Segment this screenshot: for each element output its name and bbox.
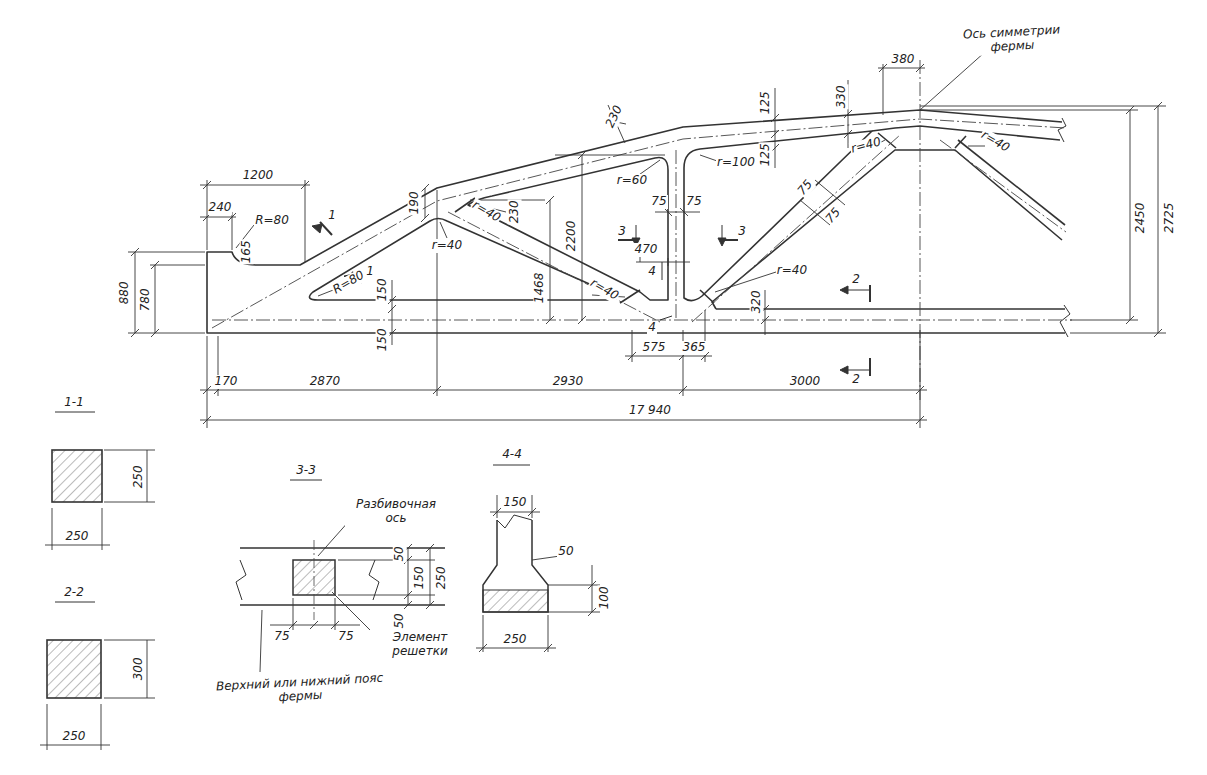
dimension-label: 230 [602, 103, 625, 131]
dimension-label: 365 [682, 341, 707, 355]
dimension-label: 2-2 [63, 586, 85, 600]
dimension-label: 150 [503, 496, 528, 510]
dimension-label: 250 [62, 730, 87, 744]
note-label: Элемент решетки [374, 631, 466, 659]
truss-outline [207, 110, 1070, 337]
dimension-label: 3000 [789, 375, 822, 389]
dimension-label: r=40 [978, 128, 1013, 156]
dimension-label: r=100 [716, 156, 756, 170]
dimension-label: 3 [617, 225, 627, 239]
section-marks [312, 222, 870, 376]
dimension-label: 4-4 [501, 448, 523, 462]
dimension-label: 300 [131, 657, 145, 682]
dimension-label: 17 940 [628, 404, 672, 418]
dimension-label: 2450 [1134, 202, 1148, 235]
dimension-label: 250 [434, 566, 448, 591]
dimension-label: 1 [327, 209, 337, 223]
axis-lines [212, 60, 1072, 400]
dimension-label: 320 [749, 290, 763, 315]
dimension-label: r=40 [776, 264, 808, 278]
dimension-label: R=80 [254, 214, 290, 228]
note-label: Ось симметрии фермы [950, 23, 1073, 57]
dimension-label: 1468 [533, 272, 547, 305]
dimension-label: 50 [393, 612, 407, 629]
dimension-label: 150 [375, 328, 389, 353]
dimension-label: 2930 [552, 375, 585, 389]
dimension-label: 50 [393, 545, 407, 562]
dimension-label: 150 [412, 566, 426, 591]
dimension-label: 3-3 [295, 464, 317, 478]
dimension-label: 250 [65, 530, 90, 544]
dimension-label: 170 [214, 375, 239, 389]
dimension-label: 2 [851, 373, 861, 387]
dimension-label: 330 [834, 85, 848, 110]
dimension-label: r=40 [587, 276, 622, 304]
dimension-label: 380 [891, 53, 916, 67]
dimension-label: r=60 [616, 174, 648, 188]
dimension-label: 75 [823, 205, 845, 227]
dimension-label: 575 [642, 341, 667, 355]
dimension-label: r=40 [849, 135, 884, 157]
dimension-label: 4 [647, 265, 657, 279]
dimension-label: 125 [758, 143, 772, 168]
dimension-label: 2725 [1163, 202, 1177, 235]
dimension-label: 230 [507, 200, 521, 225]
section-2-2 [40, 602, 155, 750]
dimension-label: 250 [503, 633, 528, 647]
dimension-label: 75 [273, 630, 290, 644]
dimension-label: 780 [138, 288, 152, 313]
dimension-label: 3 [737, 225, 747, 239]
dimension-label: 150 [375, 278, 389, 303]
dimension-label: 880 [117, 281, 131, 306]
dimension-label: 100 [597, 586, 611, 611]
dimension-label: 470 [634, 243, 659, 257]
dimension-label: 1 [365, 265, 375, 279]
dimension-label: 50 [557, 545, 574, 559]
dimension-label: 2870 [309, 375, 342, 389]
dimension-label: r=40 [431, 239, 463, 253]
dimension-label: 1200 [242, 169, 275, 183]
note-label: Разбивочная ось [345, 498, 447, 526]
dimension-label: r=40 [469, 198, 504, 226]
dimension-label: 2 [851, 273, 861, 287]
dimension-label: 190 [407, 191, 421, 216]
dimension-label: 125 [758, 91, 772, 116]
dimension-label: 2200 [565, 220, 579, 253]
note-label: Верхний или нижний пояс фермы [208, 671, 391, 708]
section-4-4 [476, 465, 600, 652]
dimension-lines [128, 52, 1166, 428]
dimension-label: 75 [337, 630, 354, 644]
dimension-label: 240 [208, 201, 233, 215]
dimension-label: 250 [131, 465, 145, 490]
dimension-label: 4 [647, 321, 657, 335]
dimension-label: 165 [239, 240, 253, 265]
section-1-1 [45, 412, 155, 550]
dimension-label: 75 [685, 195, 702, 209]
dimension-label: R=80 [330, 268, 368, 298]
dimension-label: 75 [795, 177, 817, 199]
dimension-label: 1-1 [63, 396, 85, 410]
dimension-label: 75 [650, 195, 667, 209]
